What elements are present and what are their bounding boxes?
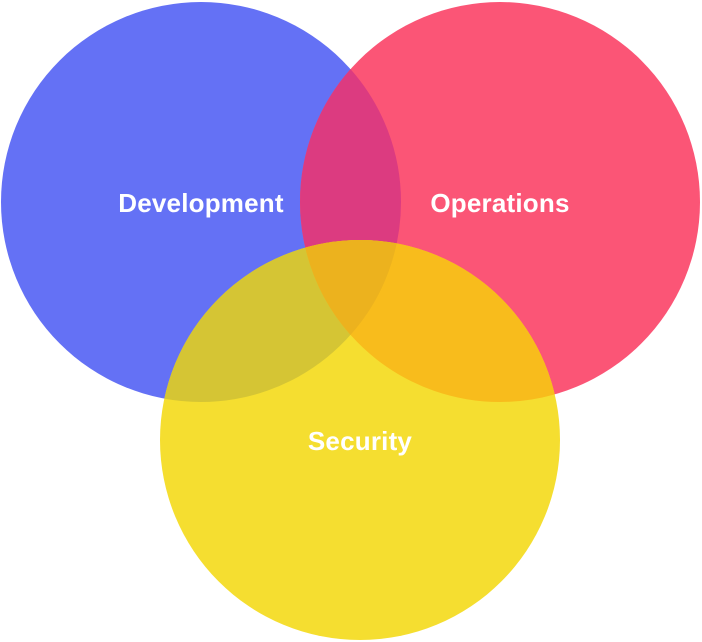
venn-label-development: Development <box>118 188 284 218</box>
venn-label-security: Security <box>308 426 413 456</box>
venn-label-operations: Operations <box>430 188 569 218</box>
